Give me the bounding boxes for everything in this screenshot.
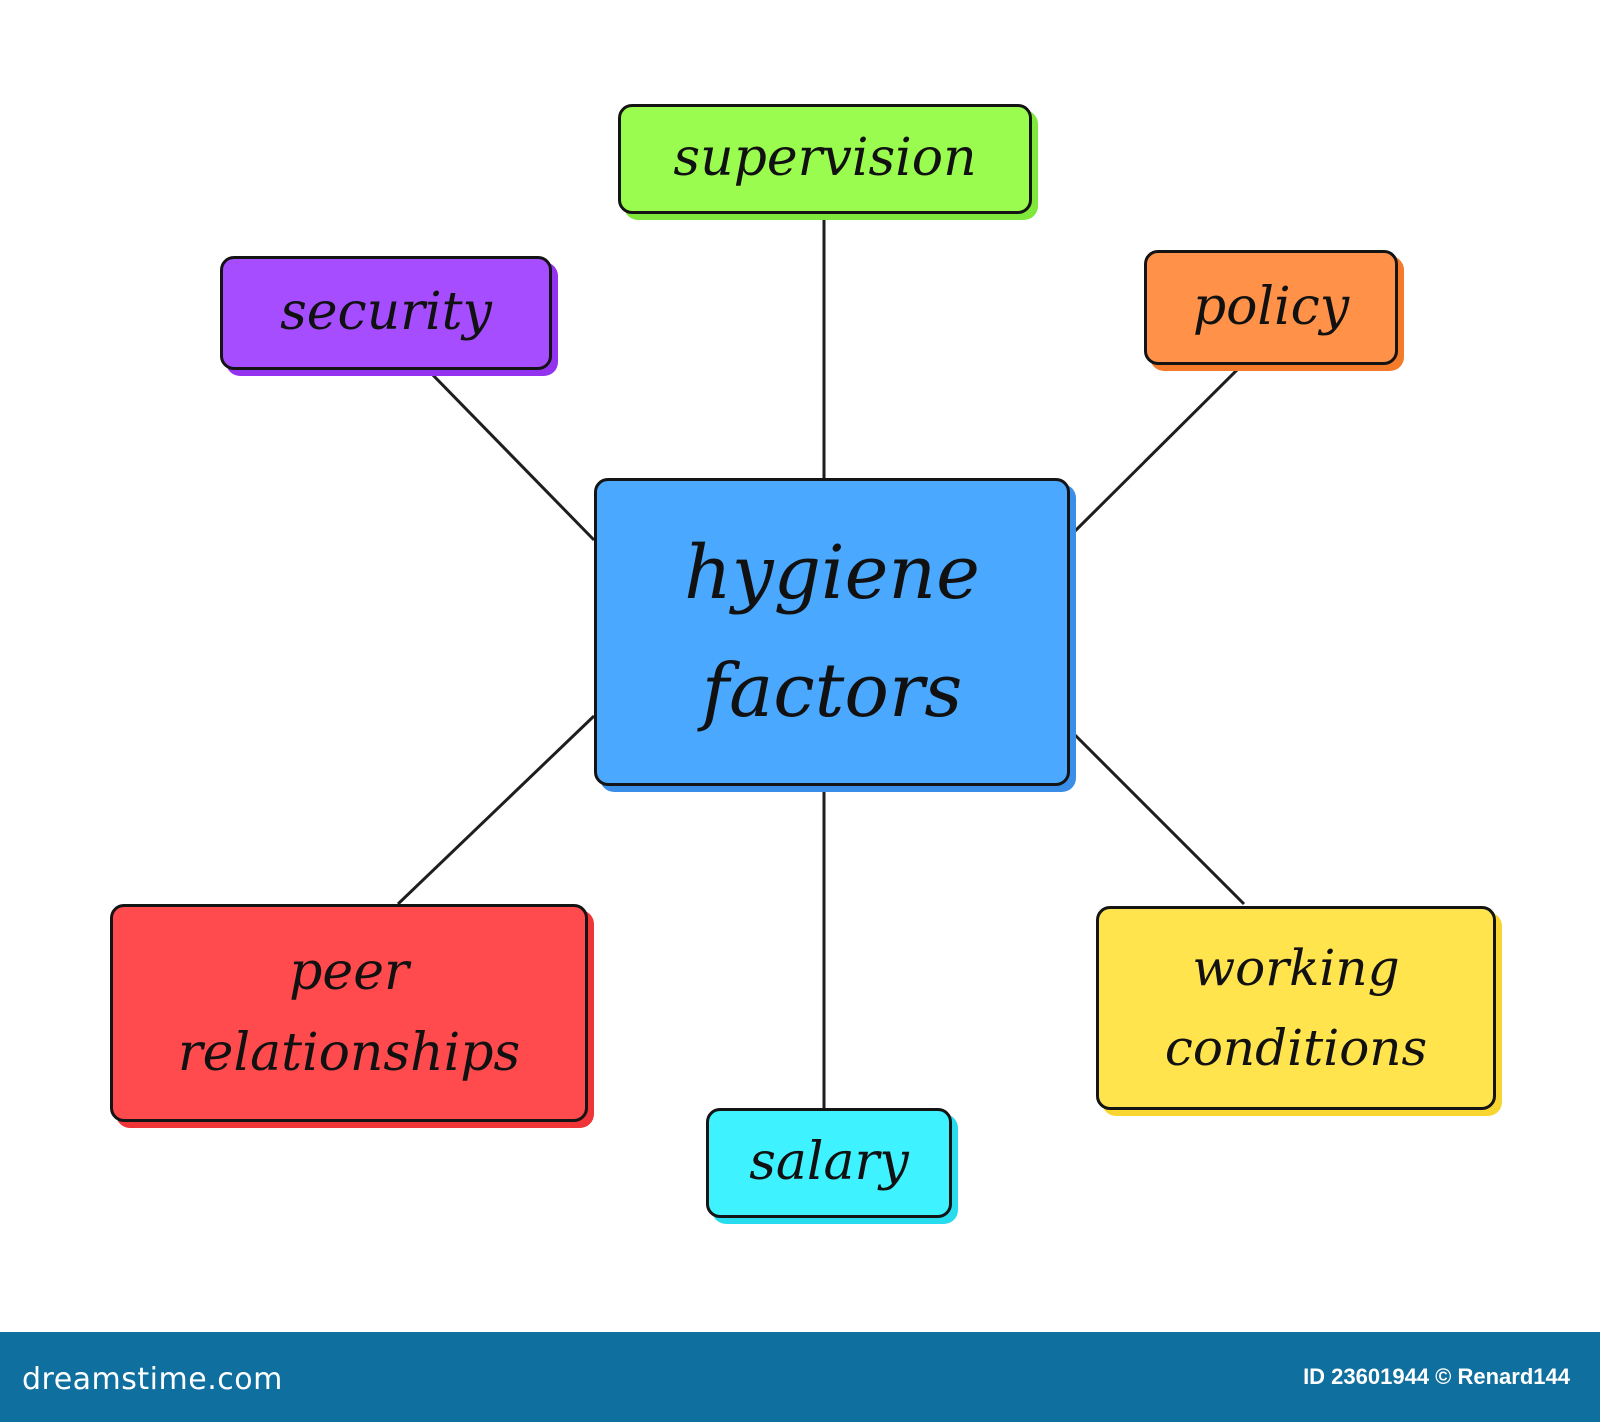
connector-working-conditions bbox=[1068, 728, 1246, 906]
node-working-conditions-line-1: working bbox=[1192, 939, 1400, 997]
mind-map-diagram: hygiene factors supervision security pol… bbox=[110, 104, 1502, 1224]
node-salary: salary bbox=[706, 1108, 958, 1224]
node-security-line-1: security bbox=[280, 282, 492, 343]
node-supervision-label: supervision bbox=[673, 128, 977, 189]
node-working-conditions-label: working conditions bbox=[1165, 928, 1427, 1088]
center-node-label: hygiene factors bbox=[684, 514, 980, 751]
node-working-conditions-line-2: conditions bbox=[1164, 1019, 1428, 1077]
center-node-face: hygiene factors bbox=[594, 478, 1070, 786]
node-peer-relationships-line-2: relationships bbox=[177, 1023, 521, 1083]
node-peer-relationships-face: peer relationships bbox=[110, 904, 588, 1122]
node-policy: policy bbox=[1144, 250, 1404, 371]
node-security-face: security bbox=[220, 256, 552, 370]
footer-image-id: ID 23601944 © Renard144 bbox=[1303, 1364, 1570, 1389]
node-salary-label: salary bbox=[749, 1132, 909, 1193]
node-salary-line-1: salary bbox=[749, 1132, 909, 1193]
node-supervision: supervision bbox=[618, 104, 1038, 220]
connector-lines bbox=[396, 214, 1246, 1108]
center-line-1: hygiene bbox=[684, 529, 980, 616]
node-policy-label: policy bbox=[1192, 276, 1350, 338]
node-peer-relationships-line-1: peer bbox=[289, 942, 409, 1003]
node-security-label: security bbox=[280, 282, 492, 343]
node-working-conditions: working conditions bbox=[1096, 906, 1502, 1116]
center-line-2: factors bbox=[701, 648, 963, 734]
node-peer-relationships: peer relationships bbox=[110, 904, 594, 1128]
node-policy-line-1: policy bbox=[1192, 276, 1350, 337]
connector-security bbox=[426, 368, 596, 542]
footer-brand-text: dreamstime.com bbox=[22, 1362, 283, 1397]
center-node-hygiene-factors: hygiene factors bbox=[594, 478, 1076, 792]
node-policy-face: policy bbox=[1144, 250, 1398, 365]
watermark-footer-bar: dreamstime.com ID 23601944 © Renard144 bbox=[0, 1332, 1600, 1422]
node-supervision-face: supervision bbox=[618, 104, 1032, 214]
node-peer-relationships-label: peer relationships bbox=[178, 932, 520, 1093]
node-working-conditions-face: working conditions bbox=[1096, 906, 1496, 1110]
connector-policy bbox=[1068, 363, 1244, 538]
connector-peer-relationships bbox=[396, 714, 596, 906]
node-salary-face: salary bbox=[706, 1108, 952, 1218]
node-supervision-line-1: supervision bbox=[673, 128, 977, 189]
node-security: security bbox=[220, 256, 558, 376]
